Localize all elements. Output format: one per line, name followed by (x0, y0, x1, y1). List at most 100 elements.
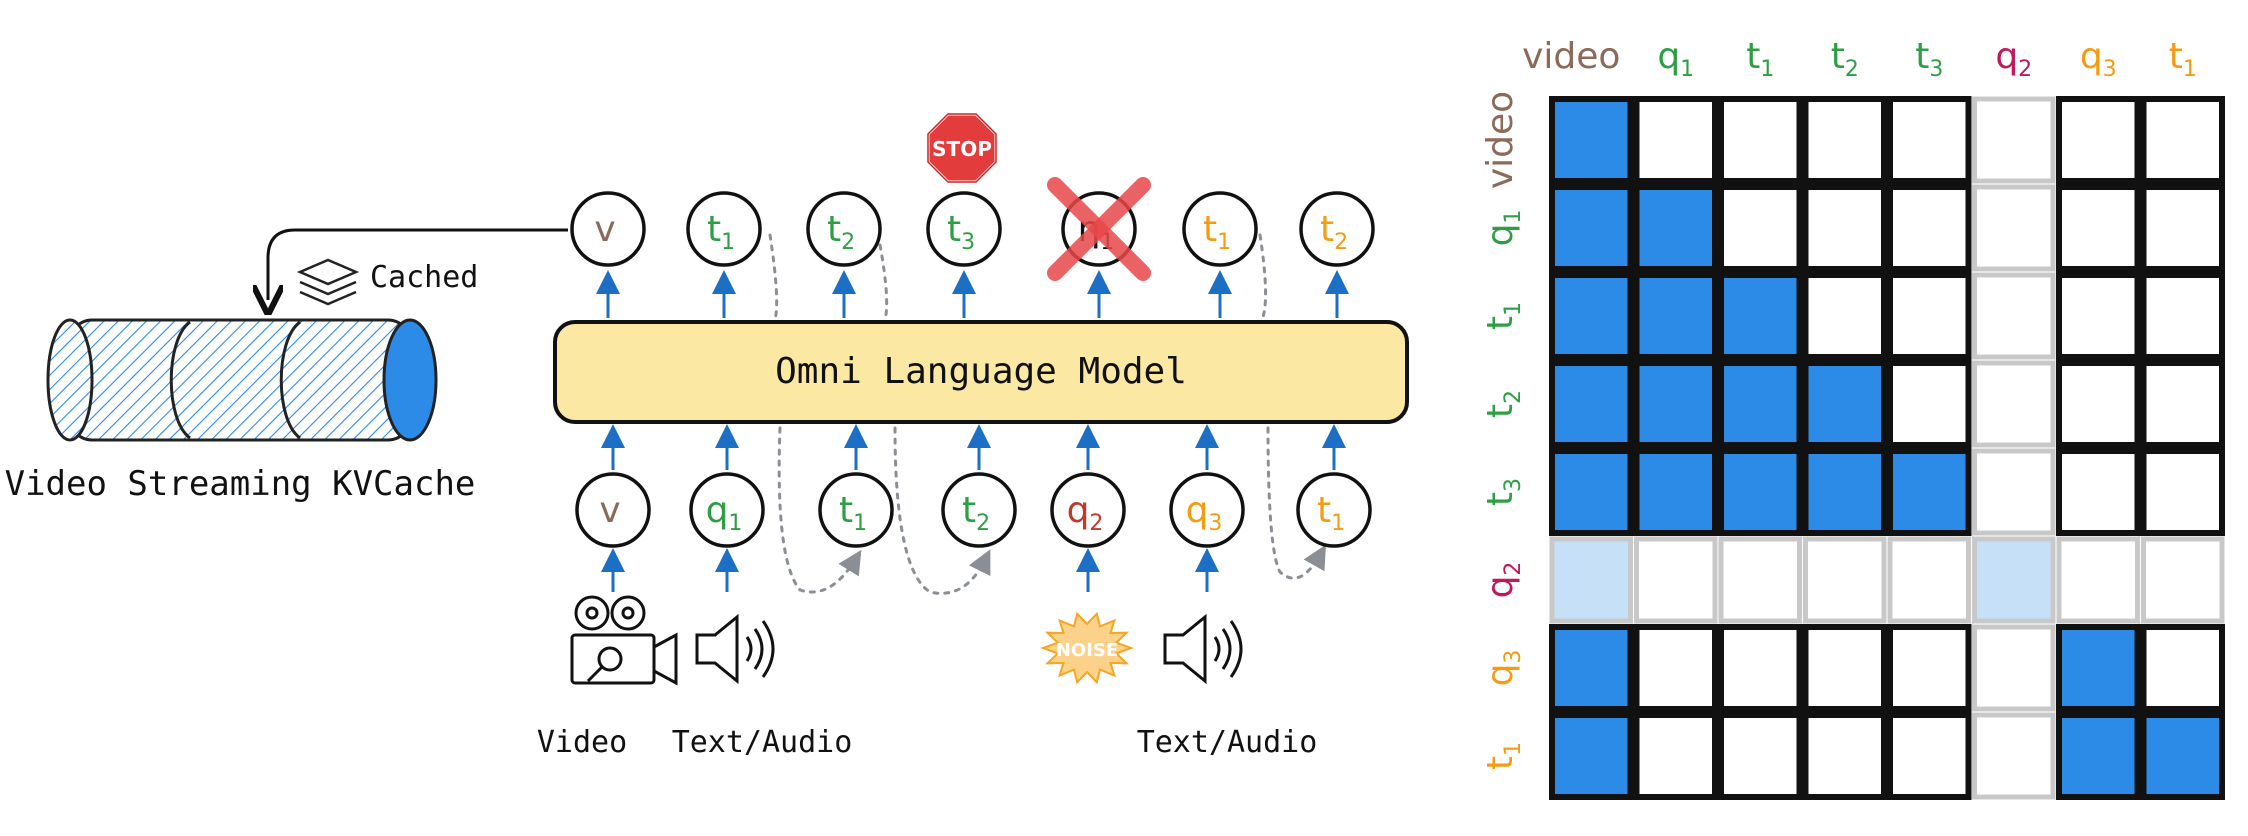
attention-cell (2140, 448, 2225, 536)
attention-cell (1633, 272, 1718, 360)
speaker-icon (1163, 613, 1243, 685)
noise-burst-icon (1040, 611, 1134, 685)
autoregressive-connectors (768, 233, 1326, 595)
output-token-circle (926, 191, 1002, 267)
input-token-label: t2 (962, 490, 990, 536)
attention-cell (1549, 272, 1634, 360)
attention-cell (1633, 184, 1718, 272)
output-token-circle (570, 191, 646, 267)
attention-cell (1887, 712, 1972, 800)
matrix-row-label-main: t (1480, 756, 1521, 770)
matrix-column-label-subscript: 2 (2018, 57, 2032, 82)
output-token-label-subscript: 2 (1334, 230, 1348, 255)
matrix-column-label-subscript: 1 (1680, 57, 1694, 82)
matrix-column-label-subscript: 3 (2103, 57, 2117, 82)
matrix-row-label: t2 (1480, 390, 1526, 418)
matrix-row-label-main: q (1480, 576, 1521, 599)
attention-cell (1802, 624, 1887, 712)
output-token-label-main: t (707, 209, 721, 250)
attention-cell (1887, 536, 1971, 624)
matrix-row-label-subscript: 2 (1501, 390, 1526, 404)
output-token-label: t1 (1203, 209, 1231, 255)
speaker-icon (695, 613, 775, 685)
stop-sign-icon (926, 112, 998, 184)
input-token-label-main: t (1317, 490, 1331, 531)
attention-cell (1634, 536, 1718, 624)
video-camera-icon (570, 595, 678, 686)
matrix-column-label-subscript: 1 (2183, 57, 2197, 82)
matrix-column-label-main: q (1995, 36, 2018, 77)
matrix-column-label: t3 (1915, 36, 1943, 82)
matrix-row-label-main: q (1480, 664, 1521, 687)
attention-cell (1549, 448, 1634, 536)
attention-cell (2056, 448, 2141, 536)
attention-cell (2140, 624, 2225, 712)
input-token-label-main: t (962, 490, 976, 531)
attention-cell (2140, 360, 2225, 448)
output-token-label: t1 (707, 209, 735, 255)
matrix-column-label-main: q (1657, 36, 1680, 77)
cache-return-arrow (268, 228, 568, 300)
attention-cell (1803, 536, 1887, 624)
attention-cell (2056, 184, 2141, 272)
input-token-label: v (599, 490, 620, 531)
attention-cell (1718, 184, 1803, 272)
output-token-label-subscript: 2 (841, 230, 855, 255)
output-token-label: t3 (947, 209, 975, 255)
kvcache-title: Video Streaming KVCache (5, 464, 476, 504)
attention-cell (1549, 712, 1634, 800)
input-token-label-main: v (599, 490, 620, 531)
attention-cell (1887, 360, 1972, 448)
matrix-column-label-subscript: 3 (1929, 57, 1943, 82)
matrix-row-label-subscript: 3 (1501, 650, 1526, 664)
attention-cell (1633, 624, 1718, 712)
matrix-row-label-main: t (1480, 316, 1521, 330)
matrix-row-label-subscript: 1 (1501, 742, 1526, 756)
output-token-circle (1299, 191, 1375, 267)
input-token-label-subscript: 1 (1331, 511, 1345, 536)
attention-cell (1802, 448, 1887, 536)
output-token-label-subscript: 1 (1217, 230, 1231, 255)
output-token-label: t2 (1320, 209, 1348, 255)
attention-cell (1633, 448, 1718, 536)
attention-cell (1549, 624, 1634, 712)
matrix-column-label-subscript: 2 (1845, 57, 1859, 82)
layers-icon (296, 258, 360, 306)
attention-cell (1887, 184, 1972, 272)
input-token-label-main: q (1186, 490, 1209, 531)
omni-model-bar (553, 320, 1409, 424)
attention-cell (1802, 184, 1887, 272)
matrix-row-label-subscript: 2 (1501, 562, 1526, 576)
attention-cell (1972, 96, 2056, 184)
matrix-column-label-main: t (1915, 36, 1929, 77)
attention-cell (1802, 272, 1887, 360)
matrix-column-label-main: t (1831, 36, 1845, 77)
input-token-label-main: q (1067, 490, 1090, 531)
attention-cell (1549, 184, 1634, 272)
output-token-label: v (594, 209, 615, 250)
attention-cell (2140, 272, 2225, 360)
kvcache-cap (382, 318, 438, 442)
attention-cell (1972, 536, 2056, 624)
attention-cell (1887, 448, 1972, 536)
output-token-label-main: t (1320, 209, 1334, 250)
attention-cell (1972, 184, 2056, 272)
source-label-video: Video (537, 725, 627, 760)
source-label-text-audio: Text/Audio (672, 725, 853, 760)
input-token-label: q1 (706, 490, 743, 536)
matrix-row-label-subscript: 1 (1501, 302, 1526, 316)
matrix-column-label-main: q (2080, 36, 2103, 77)
output-token-circle (1182, 191, 1258, 267)
token-arrows (596, 270, 1349, 592)
attention-cell (2140, 96, 2225, 184)
attention-cell (2141, 536, 2225, 624)
matrix-column-label: video (1522, 36, 1620, 77)
attention-cell (2056, 360, 2141, 448)
attention-cell (1887, 624, 1972, 712)
attention-cell (1549, 536, 1633, 624)
output-token-label-main: t (827, 209, 841, 250)
cached-label: Cached (370, 260, 478, 295)
attention-cell (1633, 712, 1718, 800)
